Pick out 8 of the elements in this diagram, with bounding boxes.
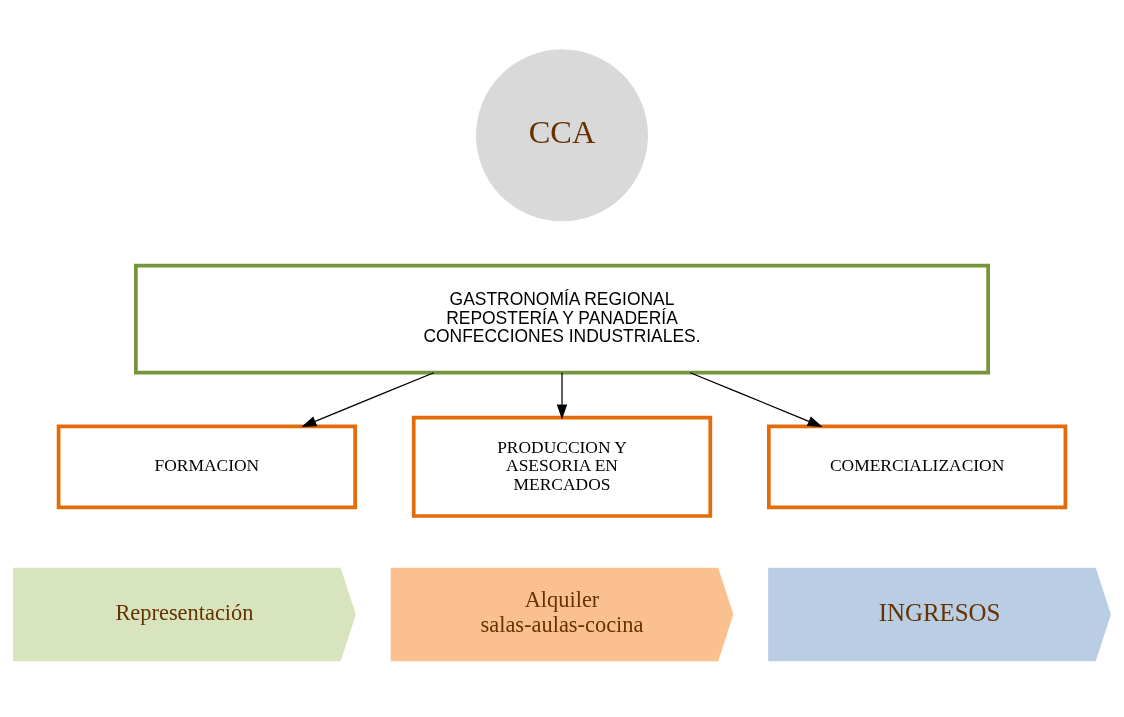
node-box: GASTRONOMÍA REGIONAL REPOSTERÍA Y PANADERÍA CONFECCIONES INDUSTRIALES. <box>134 263 990 375</box>
node-box: COMERCIALIZACION <box>766 423 1068 509</box>
arrow <box>556 371 568 419</box>
node-circle: CCA <box>476 48 648 221</box>
node-box: PRODUCCION Y ASESORIA EN MERCADOS <box>411 415 713 518</box>
arrow <box>689 371 823 427</box>
arrow <box>301 371 435 427</box>
node-box: FORMACION <box>56 423 358 509</box>
